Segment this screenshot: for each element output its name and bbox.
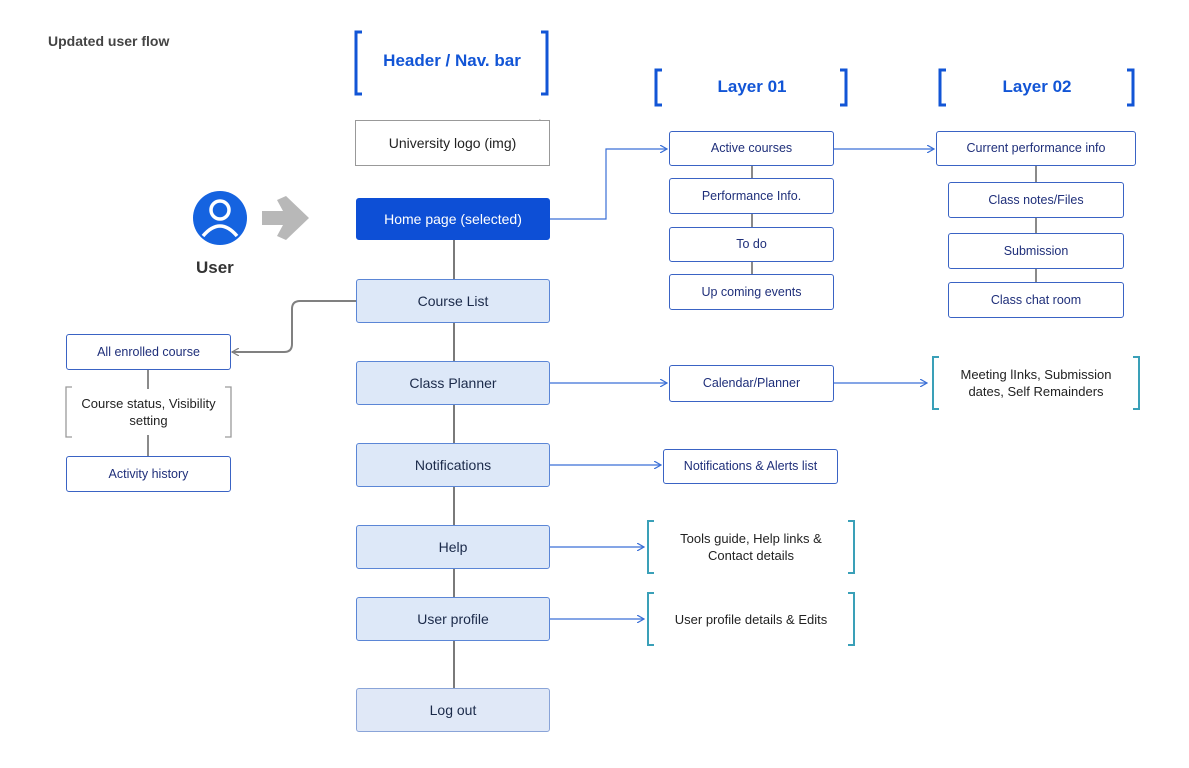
- heading-layer1: Layer 01: [717, 77, 787, 96]
- connector-courselist-enrolled: [232, 300, 356, 352]
- layer1-to-do: To do: [669, 227, 834, 262]
- bracket-meeting-right: [1133, 356, 1140, 410]
- layer2-current-performance: Current performance info: [936, 131, 1136, 166]
- university-logo: University logo (img): [355, 120, 550, 166]
- user-label: User: [196, 258, 234, 277]
- layer2-meeting-links: Meeting lInks, Submission dates, Self Re…: [941, 360, 1131, 406]
- nav-home-selected[interactable]: Home page (selected): [356, 198, 550, 240]
- heading-layer2: Layer 02: [1002, 77, 1072, 96]
- bracket-layer2-right: [1127, 68, 1135, 107]
- bracket-tools-left: [647, 520, 654, 574]
- layer1-upcoming-events: Up coming events: [669, 274, 834, 310]
- layer1-profile-details: User profile details & Edits: [656, 597, 846, 641]
- user-icon: [193, 191, 247, 245]
- nav-course-list[interactable]: Course List: [356, 279, 550, 323]
- bracket-meeting-left: [932, 356, 939, 410]
- bracket-layer1-left: [654, 68, 662, 107]
- layer2-class-notes: Class notes/Files: [948, 182, 1124, 218]
- nav-user-profile[interactable]: User profile: [356, 597, 550, 641]
- page-title: Updated user flow: [48, 33, 170, 49]
- bracket-tools-right: [848, 520, 855, 574]
- bracket-profile-right: [848, 592, 855, 646]
- layer2-chat-room: Class chat room: [948, 282, 1124, 318]
- layer1-calendar-planner: Calendar/Planner: [669, 365, 834, 402]
- layer2-submission: Submission: [948, 233, 1124, 269]
- bracket-header-right: [541, 30, 549, 96]
- course-all-enrolled: All enrolled course: [66, 334, 231, 370]
- course-status-visibility: Course status, Visibility setting: [74, 389, 223, 435]
- heading-header-nav: Header / Nav. bar: [383, 51, 521, 70]
- connector-home-active: [550, 149, 667, 220]
- bracket-layer2-left: [938, 68, 946, 107]
- bracket-profile-left: [647, 592, 654, 646]
- bracket-status-right: [225, 386, 232, 438]
- layer1-active-courses: Active courses: [669, 131, 834, 166]
- bracket-header-left: [354, 30, 362, 96]
- course-activity-history: Activity history: [66, 456, 231, 492]
- arrow-right-icon: [262, 196, 309, 240]
- layer1-notifications-list: Notifications & Alerts list: [663, 449, 838, 484]
- layer1-tools-guide: Tools guide, Help links & Contact detail…: [656, 524, 846, 570]
- bracket-status-left: [65, 386, 72, 438]
- nav-help[interactable]: Help: [356, 525, 550, 569]
- layer1-performance-info: Performance Info.: [669, 178, 834, 214]
- nav-class-planner[interactable]: Class Planner: [356, 361, 550, 405]
- nav-log-out[interactable]: Log out: [356, 688, 550, 732]
- bracket-layer1-right: [840, 68, 848, 107]
- nav-notifications[interactable]: Notifications: [356, 443, 550, 487]
